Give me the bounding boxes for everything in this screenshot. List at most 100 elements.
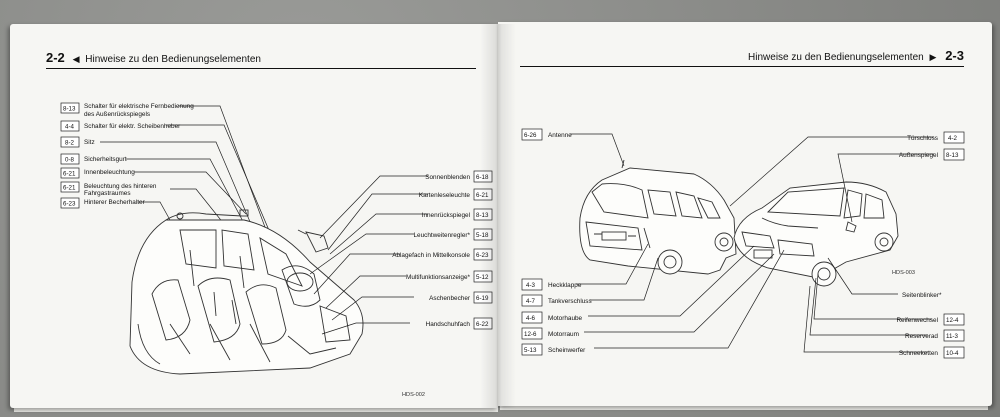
exterior-right-callouts: Türschloss 4-2 Außenspiegel 8-13 HDS-003… bbox=[892, 131, 965, 359]
callout-label: Außenspiegel bbox=[899, 152, 938, 159]
callout-code-box bbox=[521, 294, 543, 307]
callout-code-box bbox=[60, 136, 80, 148]
left-callout-list: 8-13 Schalter für elektrische Fernbedien… bbox=[60, 102, 194, 209]
callout-code-box bbox=[521, 311, 543, 324]
callout-label: Schneeketten bbox=[899, 350, 939, 357]
callout-code-box bbox=[473, 317, 493, 330]
callout-code: 5-13 bbox=[524, 347, 537, 354]
callout-label: Türschloss bbox=[907, 135, 938, 142]
figure-code: HDS-003 bbox=[892, 270, 915, 276]
left-page-title: Hinweise zu den Bedienungselementen bbox=[85, 54, 261, 65]
callout-code-box bbox=[521, 343, 543, 356]
callout-code: 4-4 bbox=[65, 124, 75, 131]
callout-label: Leuchtweitenregler* bbox=[414, 232, 471, 239]
exterior-diagram: 6-26 Antenne 4-3 Heckklappe 4-7 Tankvers… bbox=[521, 128, 965, 359]
vehicle-front-drawing bbox=[733, 181, 899, 287]
callout-code: 8-13 bbox=[63, 106, 76, 113]
callout-label: Antenne bbox=[548, 132, 572, 139]
callout-code: 4-2 bbox=[948, 135, 958, 142]
right-header-rule bbox=[520, 66, 964, 67]
callout-label: Scheinwerfer bbox=[548, 347, 586, 354]
callout-code: 6-18 bbox=[476, 174, 489, 181]
callout-label: Motorraum bbox=[548, 331, 579, 338]
vehicle-rear-drawing bbox=[579, 159, 737, 275]
callout-code-box bbox=[473, 248, 493, 261]
callout-label: Reifenwechsel bbox=[896, 317, 938, 324]
callout-code: 6-21 bbox=[63, 185, 76, 192]
callout-label: Sonnenblenden bbox=[425, 174, 470, 181]
callout-label: Motorhaube bbox=[548, 315, 583, 322]
callout-label: Beleuchtung des hinteren bbox=[84, 183, 157, 190]
right-page-number: 2-3 bbox=[945, 48, 964, 63]
callout-label: Handschuhfach bbox=[426, 321, 471, 328]
callout-code-box bbox=[60, 197, 80, 209]
callout-code-box bbox=[473, 170, 493, 183]
callout-code-box bbox=[943, 329, 965, 342]
callout-code: 6-21 bbox=[476, 192, 489, 199]
callout-code-box bbox=[473, 208, 493, 221]
callout-label: Kartenleseleuchte bbox=[419, 192, 471, 199]
callout-code: 6-21 bbox=[63, 171, 76, 178]
open-manual: 2-2 ◀ Hinweise zu den Bedienungselemente… bbox=[10, 12, 992, 412]
callout-label: Multifunktionsanzeige* bbox=[406, 274, 470, 281]
callout-code: 4-7 bbox=[526, 298, 536, 305]
callout-code: 6-22 bbox=[476, 321, 489, 328]
callout-label-line2: des Außenrückspiegels bbox=[84, 111, 150, 118]
exterior-left-callouts: 6-26 Antenne 4-3 Heckklappe 4-7 Tankvers… bbox=[521, 128, 592, 356]
callout-code: 8-13 bbox=[946, 152, 959, 159]
left-page-number: 2-2 bbox=[46, 50, 65, 65]
interior-diagram: 8-13 Schalter für elektrische Fernbedien… bbox=[60, 102, 493, 398]
callout-label-line2: Fahrgastraumes bbox=[84, 190, 131, 197]
callout-code-box bbox=[943, 313, 965, 326]
callout-code-box bbox=[521, 278, 543, 291]
callout-code: 5-18 bbox=[476, 232, 489, 239]
callout-label: Sicherheitsgurt bbox=[84, 156, 127, 163]
callout-label: Schalter für elektrische Fernbedienung bbox=[84, 103, 194, 110]
callout-code-box bbox=[943, 346, 965, 359]
callout-code-box bbox=[943, 148, 965, 161]
right-leader-lines bbox=[309, 175, 428, 335]
left-page-header: 2-2 ◀ Hinweise zu den Bedienungselemente… bbox=[46, 50, 261, 65]
right-callout-list: Sonnenblenden 6-18 Kartenleseleuchte 6-2… bbox=[392, 170, 493, 330]
callout-code: 8-13 bbox=[476, 212, 489, 219]
callout-code: 6-26 bbox=[524, 132, 537, 139]
callout-label: Sitz bbox=[84, 139, 95, 146]
callout-code-box bbox=[60, 181, 80, 193]
callout-code: 0-8 bbox=[65, 157, 75, 164]
callout-code: 6-23 bbox=[63, 201, 76, 208]
callout-code-box bbox=[473, 270, 493, 283]
callout-code: 4-6 bbox=[526, 315, 536, 322]
callout-label: Seitenblinker* bbox=[902, 292, 942, 299]
callout-code-box bbox=[521, 128, 543, 141]
callout-code: 12-6 bbox=[524, 331, 537, 338]
left-arrow-icon: ◀ bbox=[72, 54, 80, 64]
callout-code-box bbox=[943, 131, 965, 144]
callout-code: 5-12 bbox=[476, 274, 489, 281]
right-page-header: Hinweise zu den Bedienungselementen ▶ 2-… bbox=[748, 48, 964, 63]
exterior-leader-lines bbox=[570, 133, 934, 353]
right-page-title: Hinweise zu den Bedienungselementen bbox=[748, 52, 924, 63]
left-page: 2-2 ◀ Hinweise zu den Bedienungselemente… bbox=[10, 24, 498, 408]
callout-code-box bbox=[521, 327, 543, 340]
callout-code-box bbox=[60, 102, 80, 114]
callout-code-box bbox=[60, 120, 80, 132]
callout-label: Aschenbecher bbox=[429, 295, 471, 302]
left-header-rule bbox=[46, 68, 476, 69]
callout-code-box bbox=[473, 188, 493, 201]
right-page: Hinweise zu den Bedienungselementen ▶ 2-… bbox=[498, 22, 992, 406]
callout-code-box bbox=[60, 167, 80, 179]
callout-label: Tankverschluss bbox=[548, 298, 592, 305]
callout-label: Reserverad bbox=[905, 333, 938, 340]
callout-label: Innenrückspiegel bbox=[422, 212, 470, 219]
callout-code-box bbox=[473, 228, 493, 241]
callout-code: 6-23 bbox=[476, 252, 489, 259]
callout-code-box bbox=[60, 153, 80, 165]
callout-label: Schalter für elektr. Scheibenheber bbox=[84, 123, 181, 130]
callout-code: 11-3 bbox=[946, 333, 958, 340]
book-spine-shadow bbox=[480, 24, 516, 408]
callout-code: 12-4 bbox=[946, 317, 959, 324]
callout-code: 8-2 bbox=[65, 140, 75, 147]
vehicle-interior-drawing bbox=[129, 209, 364, 375]
callout-code: 10-4 bbox=[946, 350, 959, 357]
right-arrow-icon: ▶ bbox=[929, 52, 937, 62]
